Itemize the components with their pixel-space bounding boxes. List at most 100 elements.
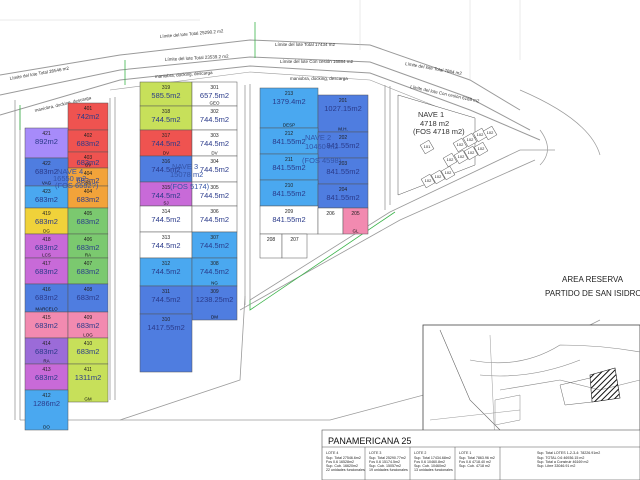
lot-203 [317, 157, 369, 185]
lot-number: 423 [42, 189, 51, 195]
small-lot [482, 125, 498, 141]
lot-number: 417 [42, 261, 51, 267]
small-lot-label: 102 [457, 142, 464, 147]
road-label-cv: Límite del lote Con cesión 16884 m2 [280, 59, 354, 64]
small-lot-label: 102 [435, 174, 442, 179]
lot-area: 744.5m2 [200, 165, 229, 174]
lot-303 [191, 129, 238, 157]
small-lot [452, 137, 468, 153]
lot-422 [24, 157, 69, 187]
road-label-lote4: Límite del lote Total 25290.2 m2 [160, 28, 224, 39]
lote2-line2: Fos 0.6 10460.8m2 [414, 460, 445, 464]
lot-number: 401 [84, 106, 93, 112]
nave1-fos: (FOS 4718 m2) [413, 127, 465, 136]
nave3-fos: (FOS 5174) [170, 182, 210, 191]
lot-number: 313 [162, 235, 171, 241]
lot-421 [24, 127, 69, 159]
lot-number: 306 [210, 209, 219, 215]
small-lot-label: 102 [447, 157, 454, 162]
lot-owner: DO [43, 425, 50, 430]
lot-number: 421 [42, 131, 51, 137]
small-lot [419, 139, 435, 155]
lot-owner: GV [85, 163, 92, 168]
lot-number: 310 [162, 317, 171, 323]
nave4-name: NAVE 4 [57, 167, 83, 176]
lot-209 [259, 205, 319, 235]
lot-area: 683m2 [77, 158, 100, 167]
lot-number: 408 [84, 287, 93, 293]
lot-number: 318 [162, 109, 171, 115]
lot-number: 311 [162, 289, 170, 295]
lot-area: 892m2 [35, 137, 58, 146]
nave1-name: NAVE 1 [418, 110, 444, 119]
roads-layer [0, 0, 601, 421]
lot-number: 412 [42, 393, 51, 399]
lot-312 [139, 257, 193, 287]
lot-309 [191, 285, 238, 321]
location-inset [422, 324, 640, 446]
lot-number: 404 [84, 171, 93, 177]
road-label-lote1: Límite del lote Total 7864 m2 [405, 61, 463, 76]
lot-area: 683m2 [35, 217, 58, 226]
lote3-line1: Sup. Total 25290.77m2 [369, 456, 406, 460]
lot-area: 744.5m2 [151, 165, 180, 174]
lot-area: 841.55m2 [326, 141, 359, 150]
lot-301 [191, 81, 238, 107]
small-lot [463, 145, 479, 161]
info-panel: PANAMERICANA 25 LOTE 4 Sup. Total 27546.… [321, 429, 640, 480]
lot-number: 415 [42, 315, 51, 321]
lot-area: 683m2 [77, 267, 100, 276]
lot-area: 841.55m2 [272, 137, 305, 146]
lot-number: 413 [42, 367, 51, 373]
lot-area: 841.55m2 [326, 167, 359, 176]
lot-owner: DV [163, 151, 169, 156]
nave4-fos: (FOS 6552?) [55, 181, 99, 190]
lot-area: 744.5m2 [200, 139, 229, 148]
small-lot [440, 165, 456, 181]
lot-area: 683m2 [77, 347, 100, 356]
small-lot-label: 102 [445, 170, 452, 175]
lot-owner: VAG [42, 181, 52, 186]
lot-area: 841.55m2 [326, 193, 359, 202]
lote3-line3: Sup. Cub. 15057m2 [369, 464, 401, 468]
nave-labels: NAVE 4 16550 m2 (FOS 6552?) NAVE 3 15078… [53, 110, 465, 191]
nave2-name: NAVE 2 [305, 133, 331, 142]
lot-307 [191, 231, 238, 259]
lot-number: 309 [210, 289, 219, 295]
lot-area: 744.5m2 [151, 241, 180, 250]
lot-number: 201 [339, 98, 348, 104]
lot-area: 683m2 [35, 347, 58, 356]
lot-area: 744.5m2 [200, 115, 229, 124]
lote2-line1: Sup. Total 17434.68m2 [414, 456, 451, 460]
lot-owner: MARCELO [35, 307, 58, 312]
lot-number: 316 [162, 159, 171, 165]
lote3-block: 319585.5m2301657.5m2GEO318744.5m2302744.… [139, 81, 238, 373]
lot-number: 210 [285, 183, 294, 189]
nave4-area: 16550 m2 [53, 174, 86, 183]
lot-area: 683m2 [35, 267, 58, 276]
lot-owner: GL [352, 229, 359, 234]
lote4-line1: Sup. Total 27546.6m2 [326, 456, 361, 460]
lot-area: 683m2 [35, 321, 58, 330]
lote1-label: LOTE 1 [459, 451, 471, 455]
small-lot [430, 169, 446, 185]
lot-number: 409 [84, 315, 93, 321]
lot-201 [317, 94, 369, 133]
lot-owner: SJ [163, 201, 168, 206]
small-lot-label: 102 [487, 130, 494, 135]
lot-owner: LCS [42, 253, 51, 258]
small-lot-label: 102 [458, 154, 465, 159]
lot-area: 744.5m2 [151, 295, 180, 304]
lot-415 [24, 311, 69, 339]
lot-owner: SJ [85, 181, 90, 186]
area-reserva: AREA RESERVA PARTIDO DE SAN ISIDRO [545, 275, 640, 298]
nave3-area: 15078 m2 [170, 170, 203, 179]
small-lot [420, 173, 436, 189]
nave1-lot [397, 94, 476, 196]
lot-number: 206 [326, 211, 335, 217]
lot-number: 203 [339, 161, 348, 167]
lote3-label: LOTE 3 [369, 451, 381, 455]
lot-area: 585.5m2 [151, 91, 180, 100]
lot-412 [24, 389, 69, 431]
